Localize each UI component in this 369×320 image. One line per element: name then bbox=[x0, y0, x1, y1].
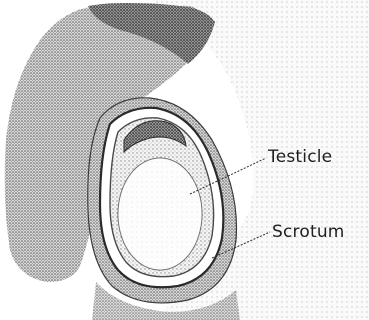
testicle-label: Testicle bbox=[268, 147, 332, 167]
scrotum-label: Scrotum bbox=[272, 222, 345, 242]
